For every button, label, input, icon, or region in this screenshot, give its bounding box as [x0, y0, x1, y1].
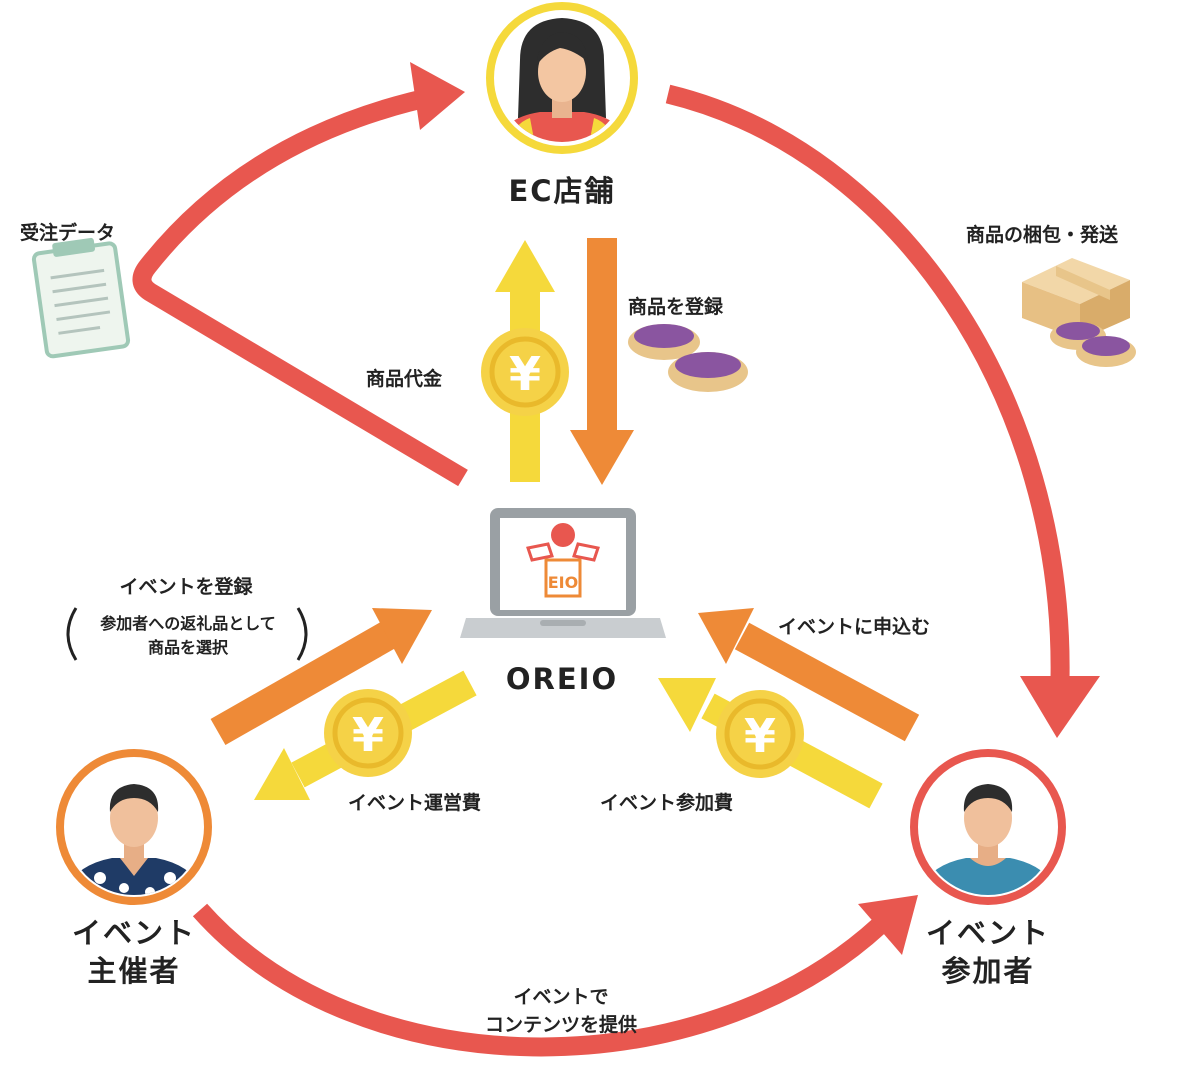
node-label-organizer-line1: イベント	[71, 916, 196, 950]
note-bracket-left	[66, 607, 78, 661]
red-arrow-shop-to-participant	[665, 84, 1100, 738]
flow-label-product-payment: 商品代金	[366, 368, 443, 390]
flow-note-register-event-line1: 参加者への返礼品として	[100, 614, 276, 633]
oreio-logo-icon: EIO	[526, 523, 600, 598]
node-label-organizer-line2: 主催者	[87, 954, 181, 988]
flow-label-register-event: イベントを登録	[119, 576, 253, 598]
svg-text:¥: ¥	[509, 347, 541, 401]
yen-coin-icon: ¥	[716, 690, 804, 778]
node-label-participant-line2: 参加者	[941, 954, 1035, 988]
flow-label-provide-content-line2: コンテンツを提供	[484, 1014, 637, 1036]
event-participant-avatar	[910, 749, 1066, 905]
flow-label-participation-fee: イベント参加費	[600, 792, 734, 814]
flow-note-register-event-line2: 商品を選択	[147, 638, 228, 657]
event-organizer-avatar	[56, 749, 212, 905]
svg-text:EIO: EIO	[548, 573, 578, 592]
ec-shop-avatar	[486, 2, 638, 154]
flow-label-apply-event: イベントに申込む	[778, 616, 931, 638]
flow-label-provide-content-line1: イベントで	[513, 986, 609, 1008]
svg-text:¥: ¥	[352, 708, 384, 762]
sweet-potato-dish-icon	[1050, 322, 1136, 367]
flow-label-operation-fee: イベント運営費	[348, 792, 482, 814]
flow-label-order-data: 受注データ	[20, 222, 116, 244]
node-label-participant-line1: イベント	[925, 916, 1050, 950]
red-arrow-oreio-to-shop	[132, 62, 468, 487]
orange-arrow-register-down	[570, 238, 634, 485]
sweet-potato-dish-icon	[628, 324, 748, 392]
flow-label-pack-ship: 商品の梱包・発送	[966, 224, 1119, 246]
node-label-oreio: OREIO	[505, 662, 619, 696]
flow-label-register-product: 商品を登録	[628, 296, 724, 318]
yen-coin-icon: ¥	[324, 689, 412, 777]
yen-coin-icon: ¥	[481, 328, 569, 416]
svg-text:¥: ¥	[744, 709, 776, 763]
red-arrow-organizer-to-participant	[192, 895, 918, 1057]
orange-arrow-participant-to-oreio	[698, 608, 920, 742]
note-bracket-right	[296, 607, 308, 661]
node-label-ec-shop: EC店舗	[508, 174, 616, 208]
clipboard-icon	[31, 237, 131, 359]
orange-arrow-organizer-to-oreio	[210, 608, 432, 746]
